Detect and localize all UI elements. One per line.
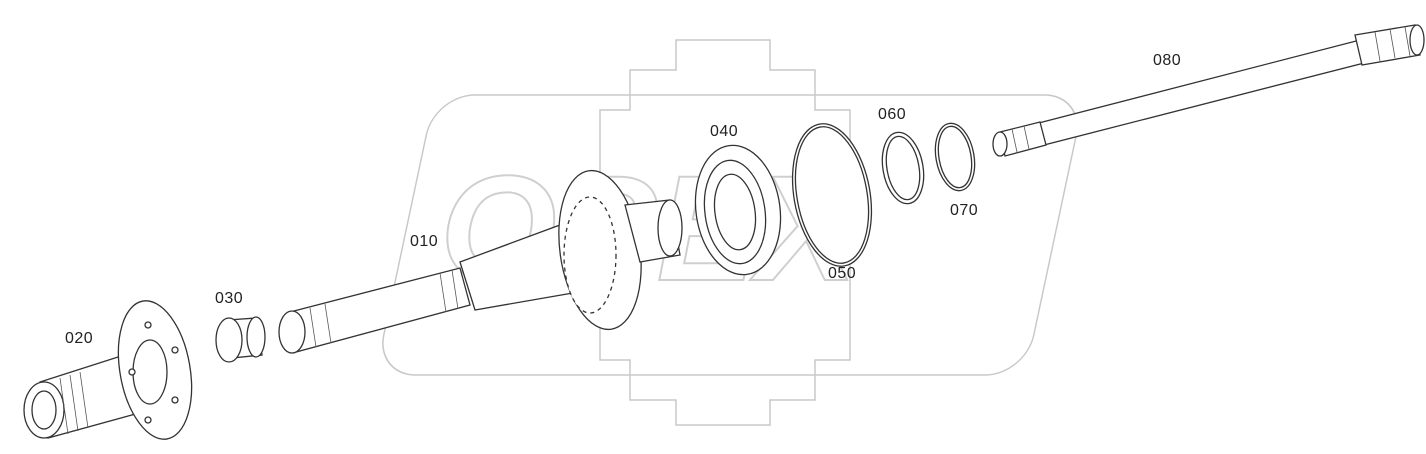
label-060: 060 xyxy=(878,106,907,123)
label-020: 020 xyxy=(65,330,94,347)
label-080: 080 xyxy=(1153,52,1182,69)
label-050: 050 xyxy=(828,265,857,282)
part-040 xyxy=(694,144,782,276)
part-050 xyxy=(791,123,873,267)
label-040: 040 xyxy=(710,123,739,140)
label-070: 070 xyxy=(950,202,979,219)
part-010 xyxy=(278,169,683,354)
part-060 xyxy=(881,131,925,205)
part-070 xyxy=(934,122,976,192)
label-010: 010 xyxy=(410,233,439,250)
part-080 xyxy=(992,24,1425,157)
part-030 xyxy=(215,316,266,363)
label-030: 030 xyxy=(215,290,244,307)
part-020 xyxy=(23,300,193,440)
